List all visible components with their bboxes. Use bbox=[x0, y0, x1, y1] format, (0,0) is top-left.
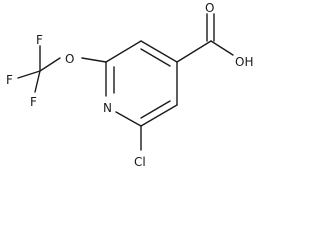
bond-c3-c4 bbox=[140, 40, 178, 63]
atom-o-carbonyl: O bbox=[205, 1, 214, 15]
bond-cf3-o bbox=[39, 57, 61, 72]
bond-c5-c6-inner bbox=[140, 100, 171, 119]
bond-o-ring bbox=[81, 57, 107, 63]
bond-c4-cooh bbox=[176, 40, 212, 63]
bonds bbox=[17, 13, 234, 151]
bond-c-f-bot bbox=[34, 70, 41, 93]
bond-c6-n bbox=[115, 111, 142, 127]
bond-c3-c4-inner bbox=[140, 48, 171, 67]
atom-labels: F F F O O OH N Cl bbox=[6, 1, 253, 169]
bond-c5-c6 bbox=[140, 104, 178, 127]
atom-oh: OH bbox=[235, 55, 253, 69]
atom-o-ether: O bbox=[65, 52, 74, 66]
atom-n-ring: N bbox=[103, 101, 112, 115]
bond-c-oh bbox=[210, 40, 234, 56]
atom-f-top: F bbox=[36, 33, 43, 47]
chemical-structure-diagram: F F F O O OH N Cl bbox=[6, 1, 253, 169]
atom-f-mid: F bbox=[6, 73, 13, 87]
atom-cl: Cl bbox=[134, 155, 146, 169]
atom-f-bot: F bbox=[30, 95, 37, 109]
bond-c-f-mid bbox=[17, 70, 41, 79]
bond-c2-c3 bbox=[105, 40, 142, 63]
